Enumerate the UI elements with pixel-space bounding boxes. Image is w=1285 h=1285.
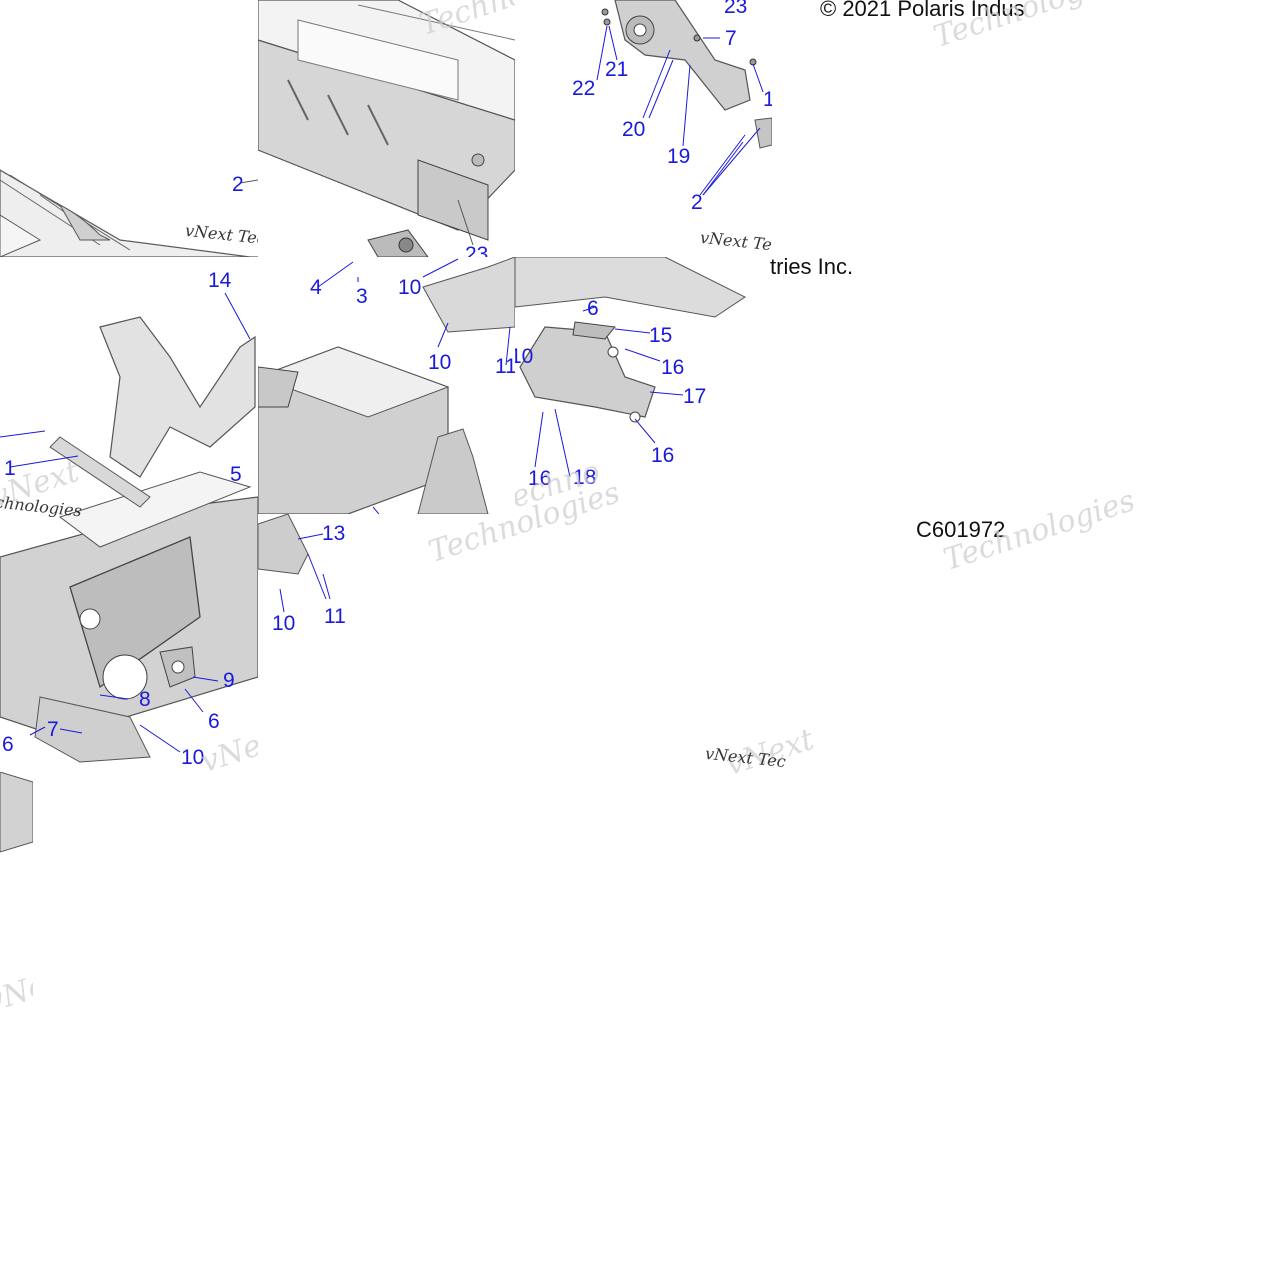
callout-1: 1 [4, 457, 16, 480]
diagram-tile-lower-center: 13 10 11 [258, 514, 358, 634]
callout-10: 10 [272, 612, 296, 634]
diagram-code: C601972 [916, 517, 1006, 542]
callout-7: 7 [47, 718, 59, 741]
callout-10: 10 [515, 345, 534, 368]
tunnel-illustration [258, 0, 515, 257]
mount-illustration [258, 257, 515, 514]
diagram-tile-top-right: 23 7 1 22 21 20 19 2 vNext Tec [515, 0, 772, 257]
callout-17: 17 [683, 385, 707, 408]
callout-7: 7 [725, 27, 737, 50]
callout-11: 11 [495, 355, 515, 378]
callout-15: 15 [649, 324, 673, 347]
callout-9: 9 [223, 669, 235, 692]
callout-19: 19 [667, 145, 691, 168]
diagram-tile-middle-center: 4 3 10 10 11 12 11 [258, 257, 515, 514]
bracket-illustration [596, 0, 772, 196]
callout-23: 23 [465, 243, 489, 257]
callout-3: 3 [356, 285, 368, 308]
callout-16: 16 [528, 467, 552, 490]
callout-5: 5 [230, 463, 242, 486]
callout-6: 6 [208, 710, 220, 733]
fragment-illustration [0, 772, 33, 853]
callout-2: 2 [232, 173, 244, 196]
copyright-notice: © 2021 Polaris Indus [820, 0, 1025, 21]
callout-1: 1 [763, 88, 772, 111]
diagram-tile-top-middle: Techno 23 [258, 0, 515, 257]
frame-illustration [0, 169, 258, 257]
callout-8: 8 [139, 688, 151, 711]
callout-18: 18 [573, 466, 597, 489]
callout-4: 4 [310, 276, 322, 299]
diagram-tile-middle-left: 14 1 5 9 8 6 7 6 10 vNext chnologies vNe… [0, 257, 258, 772]
callout-16: 16 [661, 356, 685, 379]
callout-11: 11 [324, 605, 346, 628]
suspension-mount-illustration [515, 257, 746, 478]
callout-10: 10 [181, 746, 205, 769]
callout-10: 10 [428, 351, 452, 374]
callout-16: 16 [651, 444, 675, 467]
copyright-notice-fragment: tries Inc. [770, 254, 854, 279]
callout-6: 6 [587, 297, 599, 320]
diagram-tile-middle-right: 6 10 15 16 17 16 18 16 echno [515, 257, 772, 514]
callout-21: 21 [605, 58, 629, 81]
callout-2: 2 [691, 191, 703, 214]
callout-23: 23 [724, 0, 748, 18]
chassis-illustration [0, 292, 258, 763]
callout-13: 13 [322, 522, 346, 545]
callout-20: 20 [622, 118, 646, 141]
callout-10: 10 [398, 276, 422, 299]
callout-14: 14 [208, 269, 232, 292]
callout-22: 22 [572, 77, 596, 100]
callout-6: 6 [2, 733, 14, 756]
diagram-tile-lower-left-fragment: vNext [0, 772, 33, 1032]
small-mount-illustration [258, 514, 331, 613]
callout-11: 11 [416, 513, 438, 514]
diagram-tile-top-left: 2 vNext Tec [0, 0, 258, 257]
